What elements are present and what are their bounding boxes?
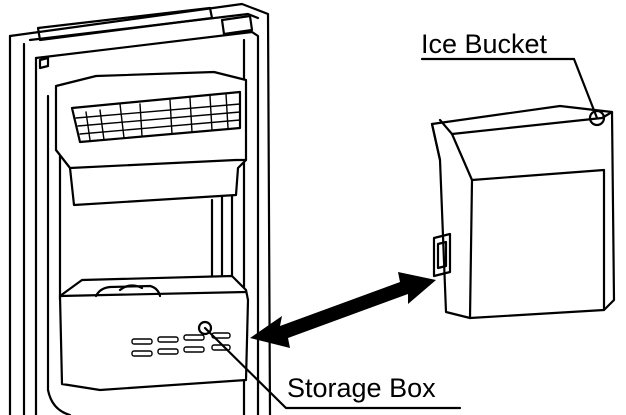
- vent-grille: [70, 90, 242, 144]
- ice-bucket-label: Ice Bucket: [421, 29, 548, 59]
- leader-lines: [203, 57, 599, 410]
- storage-box: [58, 274, 250, 392]
- ice-bucket: [430, 104, 616, 320]
- ice-bucket-leader: [420, 57, 599, 120]
- ice-maker-unit: [54, 70, 248, 207]
- ice-bucket-knob: [588, 109, 606, 127]
- double-arrow: [250, 272, 436, 348]
- storage-box-leader: [203, 326, 462, 410]
- ice-bucket-latch: [432, 232, 452, 278]
- storage-box-pin: [197, 320, 213, 336]
- storage-box-label: Storage Box: [287, 373, 436, 403]
